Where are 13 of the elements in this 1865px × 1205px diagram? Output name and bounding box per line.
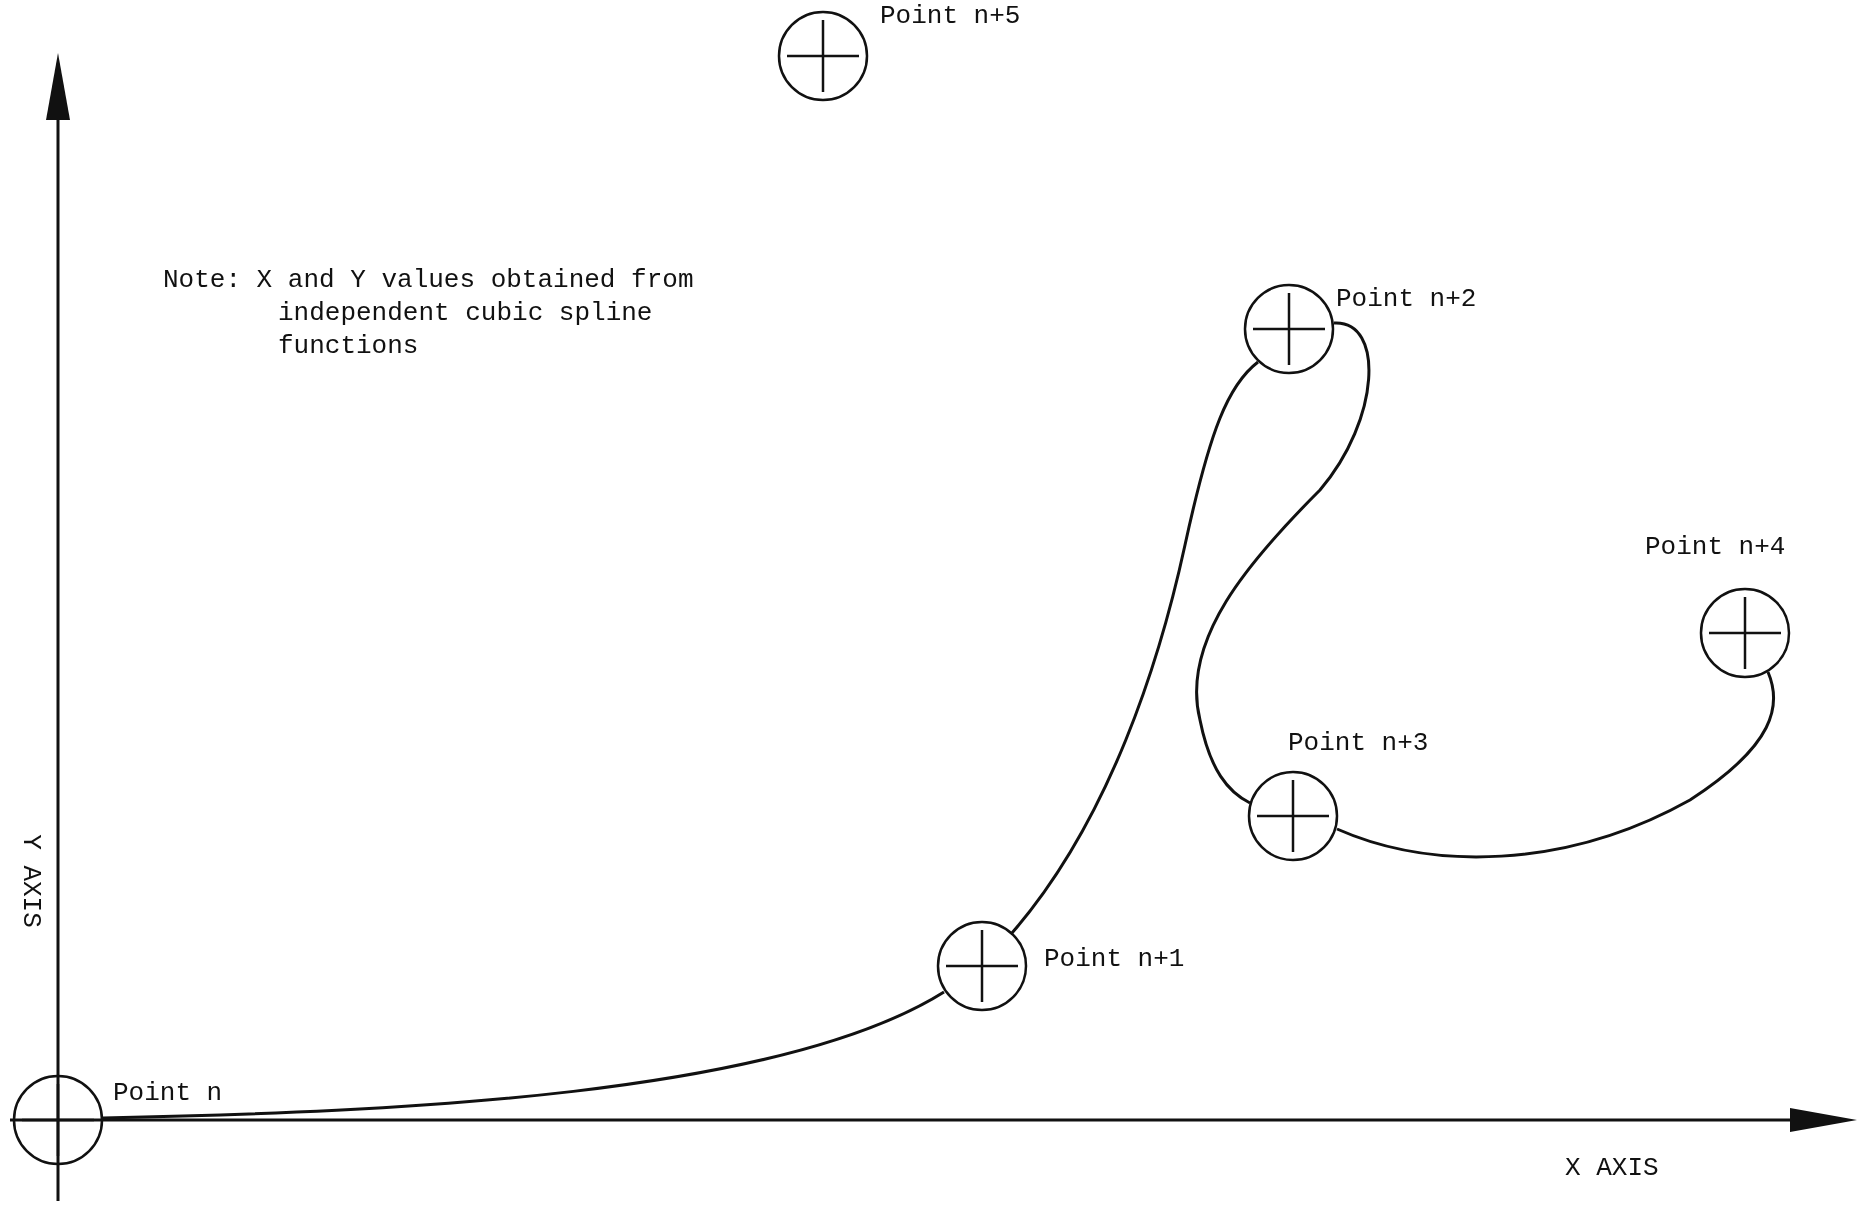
point-label: Point n — [113, 1078, 223, 1108]
point-label: Point n+2 — [1336, 284, 1477, 314]
spline-curve — [1336, 671, 1776, 859]
spline-curve — [1195, 321, 1371, 805]
point-label: Point n+1 — [1044, 944, 1185, 974]
point-label: Point n+3 — [1288, 728, 1429, 758]
spline-curve — [1010, 360, 1259, 934]
note-text: Note: X and Y values obtained from independent cubic spline functions — [163, 264, 695, 363]
point-label: Point n+5 — [880, 1, 1021, 31]
axis-label: X AXIS — [1565, 1153, 1659, 1183]
spline-curve — [102, 990, 945, 1120]
point-label: Point n+4 — [1645, 532, 1786, 562]
axis-label: Y AXIS — [15, 834, 46, 928]
